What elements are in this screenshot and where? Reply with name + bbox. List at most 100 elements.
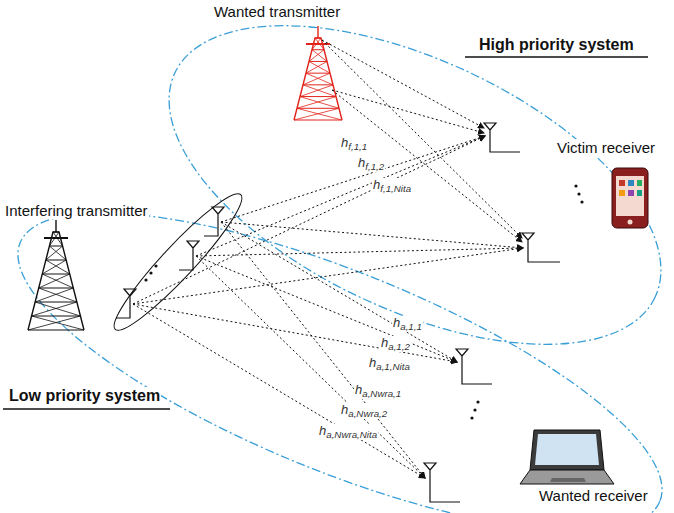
- title-label: Wanted transmitter: [213, 3, 341, 20]
- antenna-symbol: [456, 349, 492, 384]
- antenna-symbol: [484, 123, 520, 152]
- signal-link: [133, 136, 485, 304]
- tower-bar: [46, 260, 66, 261]
- channel-label: hf,1,2: [357, 156, 385, 172]
- tower-brace: [297, 108, 342, 120]
- tower-arm: [44, 237, 68, 239]
- tower-bar: [315, 38, 321, 39]
- antenna-symbol: [522, 233, 560, 262]
- channel-label: ha,1,2: [380, 336, 411, 352]
- ellipsis-dots: [144, 184, 583, 419]
- tower-symbol: [294, 26, 342, 120]
- tower-brace: [42, 274, 73, 288]
- laptop-icon: [520, 430, 614, 484]
- system-heading: High priority system: [478, 36, 635, 54]
- tower-brace: [306, 73, 333, 85]
- signal-link: [332, 90, 522, 242]
- signal-link: [196, 136, 485, 256]
- underline: [465, 56, 648, 58]
- symbol: h: [373, 177, 380, 192]
- tower-legs: [28, 232, 84, 330]
- tower-bar: [297, 108, 339, 109]
- signal-link: [196, 256, 425, 478]
- tower-brace: [46, 260, 70, 274]
- receiver-label: Wanted receiver: [538, 487, 649, 504]
- antenna-group: [116, 123, 560, 502]
- symbol: h: [341, 135, 348, 150]
- tower-brace: [300, 85, 333, 97]
- system-heading: Low priority system: [8, 387, 161, 405]
- tower-brace: [309, 61, 330, 73]
- tower-bar: [306, 73, 330, 74]
- tower-brace: [297, 97, 336, 109]
- signal-link: [221, 222, 425, 478]
- high-priority-region: [122, 0, 674, 410]
- tower-legs: [294, 38, 342, 120]
- subscript: a,1,2: [388, 341, 410, 352]
- tower-bar: [312, 49, 324, 50]
- symbol: h: [358, 155, 365, 170]
- mast: [317, 26, 318, 38]
- subscript: f,1,Nita: [380, 183, 411, 194]
- signal-link: [322, 40, 484, 128]
- symbol: h: [369, 355, 376, 370]
- tower-bar: [300, 96, 336, 97]
- signal-link: [196, 256, 457, 362]
- subscript: a,Nwra,2: [348, 408, 387, 419]
- channel-label: hf,1,1: [340, 136, 368, 152]
- channel-label: ha,1,Nita: [368, 356, 411, 372]
- symbol: h: [393, 315, 400, 330]
- tower-bar: [294, 120, 342, 121]
- signal-link: [133, 304, 457, 362]
- antenna-symbol: [424, 463, 460, 502]
- symbol: h: [355, 382, 362, 397]
- channel-label: ha,1,1: [392, 316, 423, 332]
- tower-group: [28, 26, 342, 330]
- symbol: h: [381, 335, 388, 350]
- link-group: [133, 40, 523, 478]
- signal-link: [332, 90, 484, 133]
- subscript: a,Nwra,1: [362, 388, 401, 399]
- channel-label: ha,Nwra,1: [354, 383, 402, 399]
- signal-link: [322, 40, 522, 238]
- tower-brace: [28, 316, 80, 330]
- tower-brace: [303, 85, 336, 97]
- low-priority-region: [0, 150, 674, 513]
- tower-bar: [53, 232, 59, 233]
- tower-brace: [306, 61, 327, 73]
- receiver-label: Victim receiver: [556, 139, 656, 156]
- symbol: h: [341, 402, 348, 417]
- tower-bar: [32, 316, 81, 317]
- signal-link: [133, 304, 425, 478]
- signal-link: [133, 248, 523, 304]
- tower-brace: [39, 274, 70, 288]
- channel-label: ha,Nwra,2: [340, 403, 388, 419]
- mast: [55, 220, 56, 232]
- phone-icon: [612, 168, 648, 228]
- channel-label: hf,1,Nita: [372, 178, 412, 194]
- tower-brace: [42, 260, 66, 274]
- tower-bar: [49, 246, 62, 247]
- tower-brace: [312, 50, 327, 62]
- tower-brace: [32, 302, 77, 316]
- signal-link: [221, 222, 457, 362]
- channel-label: ha,Nwra,Nita: [318, 424, 378, 440]
- tower-brace: [35, 288, 73, 302]
- signal-link: [196, 248, 523, 256]
- subscript: a,1,1: [400, 321, 422, 332]
- tower-brace: [32, 316, 84, 330]
- tower-brace: [35, 302, 80, 316]
- subscript: a,Nwra,Nita: [326, 429, 377, 440]
- subscript: f,1,2: [365, 161, 384, 172]
- tower-bar: [39, 288, 74, 289]
- tower-bar: [42, 274, 69, 275]
- subscript: f,1,1: [348, 141, 367, 152]
- tower-bar: [35, 302, 77, 303]
- tower-symbol: [28, 220, 84, 330]
- subscript: a,1,Nita: [376, 361, 410, 372]
- tower-bar: [28, 330, 84, 331]
- tower-brace: [46, 246, 63, 260]
- tower-brace: [294, 108, 339, 120]
- tower-brace: [49, 246, 66, 260]
- underline: [3, 408, 170, 410]
